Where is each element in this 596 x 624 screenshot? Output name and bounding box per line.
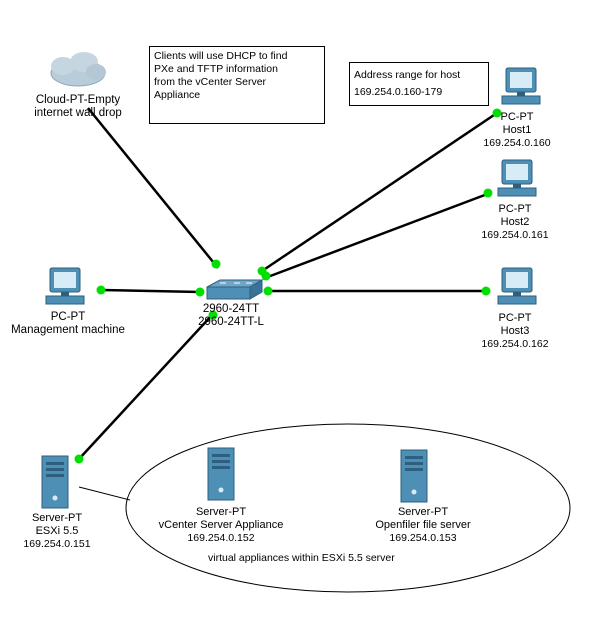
device-name: vCenter Server Appliance bbox=[158, 519, 284, 531]
device-ip: 169.254.0.161 bbox=[481, 229, 549, 241]
link-mgmt-switch bbox=[100, 288, 201, 294]
vcenter-label: Server-PT vCenter Server Appliance 169.2… bbox=[146, 506, 296, 545]
cloud-icon bbox=[50, 52, 106, 87]
host2-label: PC-PT Host2 169.254.0.161 bbox=[460, 203, 570, 242]
link-switch-esxi bbox=[78, 313, 214, 460]
device-name: ESXi 5.5 bbox=[35, 525, 79, 537]
address-range-note: Address range for host 169.254.0.160-179 bbox=[349, 62, 489, 106]
device-type: Server-PT bbox=[195, 506, 247, 518]
device-name: Openfiler file server bbox=[375, 519, 471, 531]
device-ip: 169.254.0.152 bbox=[187, 532, 255, 544]
link-switch-host1 bbox=[261, 111, 498, 273]
virtual-appliances-caption: virtual appliances within ESXi 5.5 serve… bbox=[208, 552, 395, 564]
management-pc-label: PC-PT Management machine bbox=[0, 311, 138, 337]
cloud-label: Cloud-PT-Empty internet wall drop bbox=[16, 94, 140, 120]
device-name: Management machine bbox=[11, 324, 125, 336]
link-status-dots bbox=[74, 108, 502, 464]
device-type: Server-PT bbox=[31, 512, 83, 524]
switch-label: 2960-24TT 2960-24TT-L bbox=[176, 303, 286, 329]
virtual-appliances-ellipse bbox=[125, 423, 571, 593]
host3-label: PC-PT Host3 169.254.0.162 bbox=[460, 312, 570, 351]
device-ip: 169.254.0.153 bbox=[389, 532, 457, 544]
device-name: internet wall drop bbox=[34, 107, 122, 119]
host2-pc-icon bbox=[497, 159, 537, 197]
device-name: Host1 bbox=[502, 124, 532, 136]
link-cloud-switch bbox=[87, 107, 219, 269]
range-note-line: Address range for host bbox=[354, 69, 461, 81]
device-type: PC-PT bbox=[498, 203, 532, 215]
dhcp-note-line: Appliance bbox=[154, 89, 201, 101]
esxi-to-virtual-connector bbox=[78, 486, 131, 501]
esxi-label: Server-PT ESXi 5.5 169.254.0.151 bbox=[2, 512, 112, 551]
device-type: PC-PT bbox=[500, 111, 534, 123]
link-switch-host2 bbox=[264, 191, 491, 280]
host1-label: PC-PT Host1 169.254.0.160 bbox=[462, 111, 572, 150]
openfiler-server-icon bbox=[400, 449, 428, 503]
device-name: Host3 bbox=[500, 325, 530, 337]
device-ip: 169.254.0.162 bbox=[481, 338, 549, 350]
management-pc-icon bbox=[45, 267, 85, 305]
device-name: 2960-24TT-L bbox=[198, 316, 264, 328]
device-type: Server-PT bbox=[397, 506, 449, 518]
device-type: PC-PT bbox=[498, 312, 532, 324]
dhcp-note: Clients will use DHCP to find PXe and TF… bbox=[149, 46, 325, 124]
switch-icon bbox=[206, 279, 264, 300]
dhcp-note-line: Clients will use DHCP to find bbox=[154, 50, 288, 62]
openfiler-label: Server-PT Openfiler file server 169.254.… bbox=[348, 506, 498, 545]
host3-pc-icon bbox=[497, 267, 537, 305]
esxi-server-icon bbox=[41, 455, 69, 509]
dhcp-note-line: from the vCenter Server bbox=[154, 76, 267, 88]
device-name: Host2 bbox=[500, 216, 530, 228]
host1-pc-icon bbox=[501, 67, 541, 105]
device-type: 2960-24TT bbox=[202, 303, 260, 315]
device-type: PC-PT bbox=[50, 311, 86, 323]
range-note-line: 169.254.0.160-179 bbox=[354, 86, 443, 98]
device-type: Cloud-PT-Empty bbox=[35, 94, 121, 106]
device-ip: 169.254.0.151 bbox=[23, 538, 91, 550]
vcenter-server-icon bbox=[207, 447, 235, 501]
device-ip: 169.254.0.160 bbox=[483, 137, 551, 149]
dhcp-note-line: PXe and TFTP information bbox=[154, 63, 278, 75]
